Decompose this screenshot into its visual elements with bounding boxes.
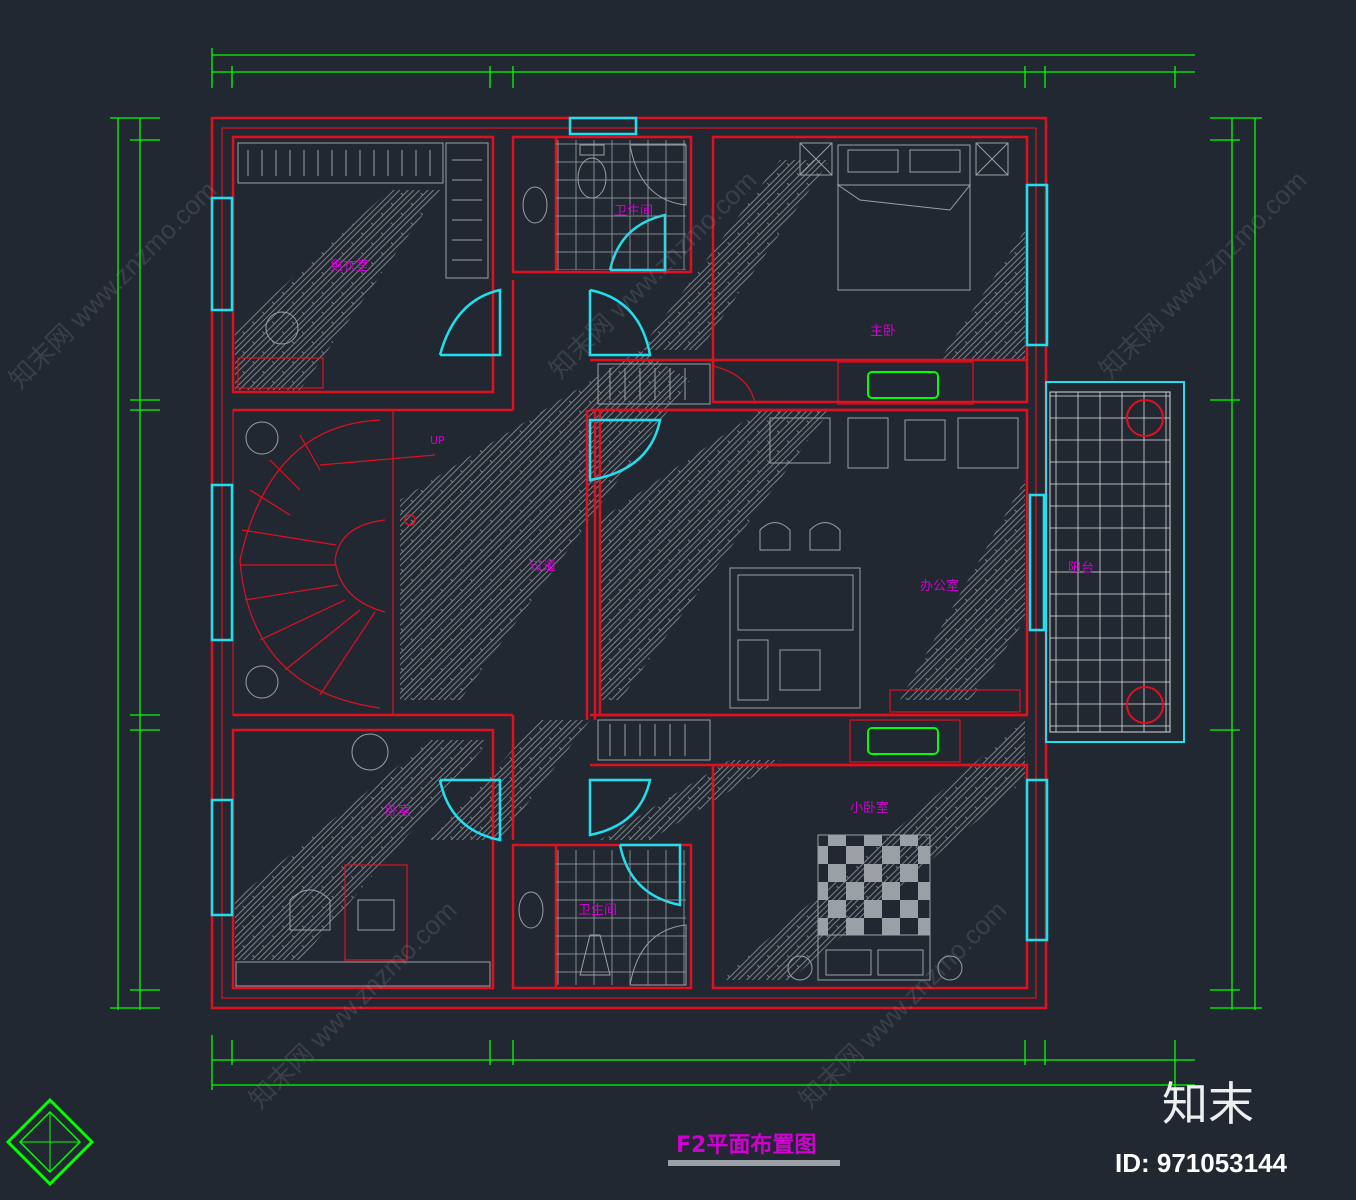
master-bed bbox=[799, 142, 1009, 291]
balcony bbox=[1045, 381, 1185, 743]
label-up: UP bbox=[430, 434, 445, 447]
label-balcony: 阳台 bbox=[1068, 561, 1094, 576]
windows bbox=[210, 116, 1049, 942]
dimension-lines bbox=[110, 48, 1262, 1090]
bathroom-bottom-fixtures bbox=[518, 850, 687, 986]
label-master-bedroom: 主卧 bbox=[870, 324, 896, 339]
spiral-staircase bbox=[239, 419, 436, 709]
label-bathroom-top: 卫生间 bbox=[614, 204, 653, 219]
compass-logo bbox=[5, 1097, 95, 1187]
office-furniture bbox=[729, 417, 1021, 713]
room-labels: 更衣室 卫生间 主卧 UP 过道 办公室 阳台 小卧室 卫生间 卧室 bbox=[330, 204, 1094, 918]
label-office: 办公室 bbox=[920, 578, 959, 594]
floor-hatch-bands bbox=[235, 160, 1025, 980]
watermark-diagonal-1: 知末网 www.znzmo.com bbox=[3, 175, 222, 394]
watermark-id: ID: 971053144 bbox=[1115, 1148, 1288, 1178]
drawing-title: F2平面布置图 bbox=[668, 1132, 840, 1166]
closet-bottom bbox=[597, 719, 961, 763]
label-bathroom-bottom: 卫生间 bbox=[578, 903, 617, 918]
watermark-brand: 知末 bbox=[1162, 1077, 1254, 1131]
closet-top bbox=[597, 361, 974, 405]
label-dressing-room: 更衣室 bbox=[330, 258, 369, 274]
plan-title: F2平面布置图 bbox=[676, 1132, 816, 1158]
wardrobe bbox=[237, 142, 489, 389]
hangers-row bbox=[247, 150, 431, 176]
bathroom-top-fixtures bbox=[522, 140, 687, 270]
watermark-diagonal-3: 知末网 www.znzmo.com bbox=[1093, 165, 1312, 384]
kids-bed bbox=[787, 834, 963, 981]
label-bedroom-bottom-left: 卧室 bbox=[385, 803, 411, 819]
label-kids-room: 小卧室 bbox=[850, 800, 889, 816]
bedroom-bl-furniture bbox=[235, 733, 491, 987]
label-hall: 过道 bbox=[530, 559, 556, 574]
